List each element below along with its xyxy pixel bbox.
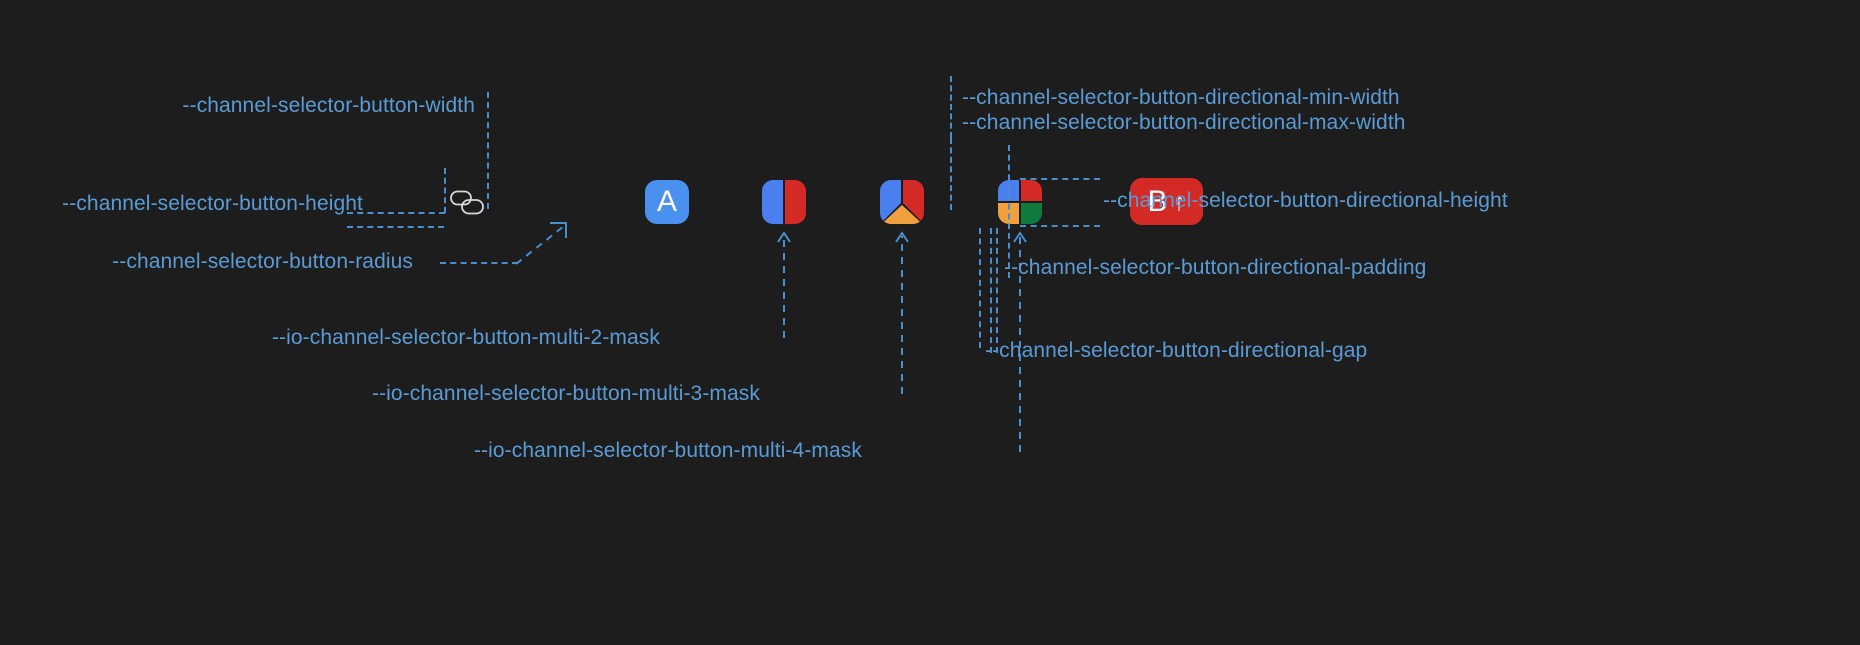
channel-selector-button-directional-b[interactable]: B ↑ <box>1130 178 1203 225</box>
multi-2-mask-swatch[interactable] <box>762 180 806 224</box>
guide-directional-padding-vertical <box>1008 145 1010 278</box>
guide-multi-4-arrow <box>1013 231 1027 452</box>
label-multi-3-mask: --io-channel-selector-button-multi-3-mas… <box>371 382 760 405</box>
guide-radius-diagonal-arrow <box>515 222 567 265</box>
guide-minmax-width-vertical-2 <box>950 138 952 210</box>
arrow-up-icon: ↑ <box>1172 186 1186 216</box>
label-multi-2-mask: --io-channel-selector-button-multi-2-mas… <box>271 326 660 349</box>
guide-multi-3-arrow <box>895 231 909 394</box>
guide-width-elbow-horizontal <box>347 212 445 214</box>
guide-directional-gap-vertical <box>979 228 981 348</box>
multi-3-mask-swatch[interactable] <box>880 180 924 224</box>
label-directional-min-width: --channel-selector-button-directional-mi… <box>962 86 1400 109</box>
guide-directional-height-bottom <box>1020 225 1100 227</box>
button-a-label: A <box>656 185 677 218</box>
label-button-radius: --channel-selector-button-radius <box>112 250 413 273</box>
channel-selector-button-a[interactable]: A <box>645 180 689 224</box>
label-multi-4-mask: --io-channel-selector-button-multi-4-mas… <box>473 439 862 462</box>
label-button-height: --channel-selector-button-height <box>62 192 363 215</box>
guide-width-vertical <box>487 92 489 209</box>
label-directional-gap: --channel-selector-button-directional-ga… <box>985 339 1368 362</box>
button-b-label: B <box>1147 184 1168 218</box>
guide-width-elbow-vertical <box>444 168 446 213</box>
label-directional-padding: --channel-selector-button-directional-pa… <box>1004 256 1427 279</box>
guide-directional-height-top <box>1020 178 1100 180</box>
guide-directional-padding-inner-1 <box>990 228 992 353</box>
guide-radius-horizontal <box>440 262 518 264</box>
guide-multi-2-arrow <box>777 231 791 338</box>
label-directional-height: --channel-selector-button-directional-he… <box>1103 189 1508 212</box>
guide-directional-padding-inner-2 <box>996 228 998 353</box>
guide-minmax-width-vertical <box>950 76 952 138</box>
label-directional-max-width: --channel-selector-button-directional-ma… <box>962 111 1406 134</box>
guide-height-horizontal <box>347 226 444 228</box>
label-button-width: --channel-selector-button-width <box>182 94 475 117</box>
link-chain-icon <box>448 188 488 218</box>
multi-4-mask-swatch[interactable] <box>998 180 1042 224</box>
